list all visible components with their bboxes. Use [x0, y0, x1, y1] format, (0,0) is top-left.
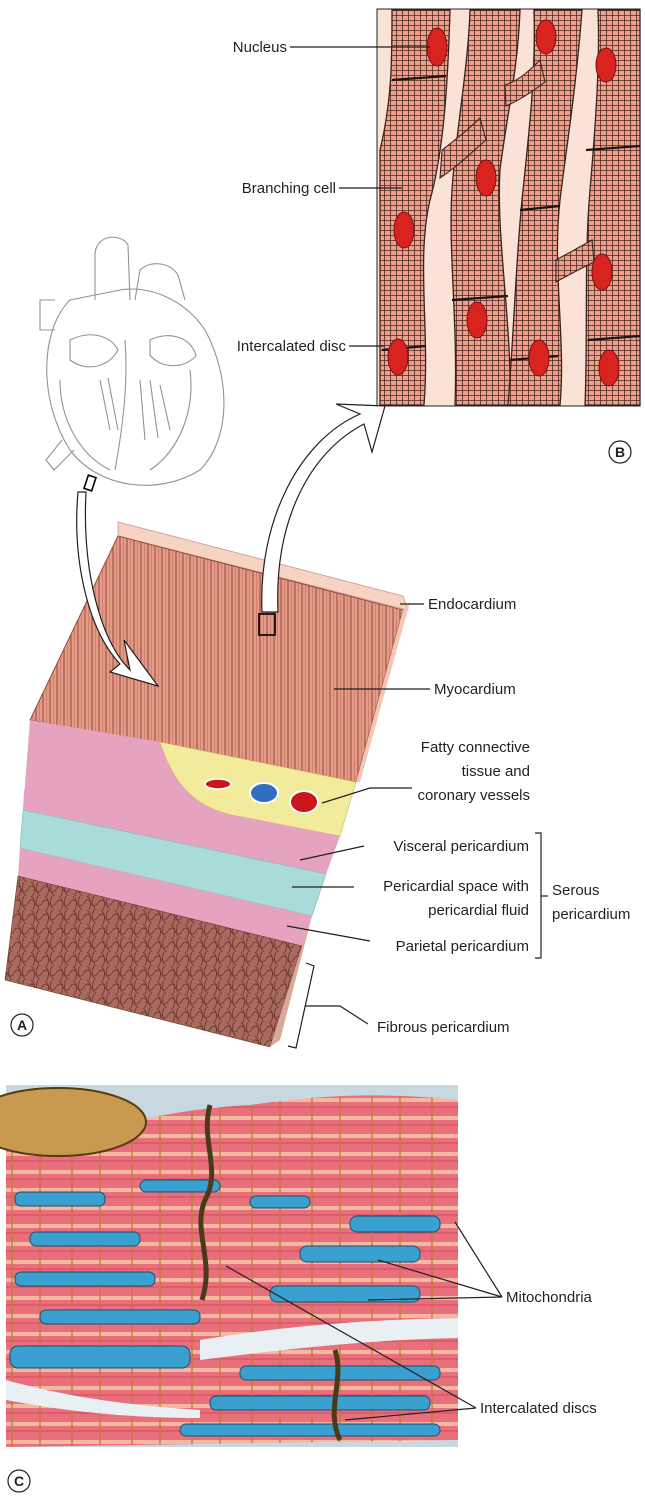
mitochondrion-shape — [15, 1192, 105, 1206]
label-intercalated-discs: Intercalated discs — [480, 1400, 597, 1417]
panel-c: C — [0, 1085, 458, 1492]
mitochondrion-shape — [10, 1346, 190, 1368]
label-myocardium: Myocardium — [434, 681, 516, 698]
right-atrium — [150, 336, 196, 366]
chordae — [100, 378, 170, 440]
coronary-vessel — [250, 783, 278, 803]
nucleus-shape — [536, 20, 556, 54]
mitochondrion-shape — [250, 1196, 310, 1208]
nucleus-shape — [388, 339, 408, 375]
label-serous-line2: pericardium — [552, 906, 630, 923]
panel-a-letter: A — [17, 1017, 27, 1033]
mitochondrion-shape — [15, 1272, 155, 1286]
panel-a: A — [5, 522, 410, 1047]
label-endocardium: Endocardium — [428, 596, 516, 613]
nucleus-shape — [599, 350, 619, 386]
nucleus-shape — [394, 212, 414, 248]
label-fibrous: Fibrous pericardium — [377, 1019, 510, 1036]
panel-b: B — [377, 9, 640, 463]
label-nucleus: Nucleus — [233, 39, 287, 56]
label-serous-line1: Serous — [552, 882, 600, 899]
panel-c-letter: C — [14, 1473, 24, 1489]
serous-bracket — [535, 833, 548, 958]
leader-line — [455, 1222, 502, 1297]
aorta — [95, 237, 130, 300]
nucleus-shape — [476, 160, 496, 196]
septum — [115, 340, 126, 470]
mitochondrion-shape — [350, 1216, 440, 1232]
label-fatty-line3: coronary vessels — [417, 787, 530, 804]
label-fatty-line1: Fatty connective — [421, 739, 530, 756]
label-fatty-line2: tissue and — [462, 763, 530, 780]
fibrous-bracket — [288, 963, 368, 1048]
label-visceral: Visceral pericardium — [393, 838, 529, 855]
label-intercalated-disc: Intercalated disc — [237, 338, 347, 355]
coronary-vessel — [205, 779, 231, 789]
vena-cava — [40, 300, 55, 330]
heart-sample-box — [84, 475, 96, 491]
nucleus-shape — [529, 340, 549, 376]
panel-b-letter: B — [615, 444, 625, 460]
heart-shape — [47, 289, 224, 485]
vena-cava-lower — [46, 440, 74, 470]
label-branching-cell: Branching cell — [242, 180, 336, 197]
left-atrium — [70, 335, 118, 367]
nucleus-shape — [592, 254, 612, 290]
mitochondrion-shape — [180, 1424, 440, 1436]
mitochondrion-shape — [300, 1246, 420, 1262]
nucleus-shape — [596, 48, 616, 82]
label-space-line2: pericardial fluid — [428, 902, 529, 919]
mitochondrion-shape — [40, 1310, 200, 1324]
mitochondrion-shape — [210, 1396, 430, 1410]
nucleus-shape — [467, 302, 487, 338]
heart-outline — [40, 237, 224, 485]
label-mitochondria: Mitochondria — [506, 1289, 593, 1306]
label-space-line1: Pericardial space with — [383, 878, 529, 895]
coronary-vessel — [290, 791, 318, 813]
mitochondrion-shape — [30, 1232, 140, 1246]
label-parietal: Parietal pericardium — [396, 938, 529, 955]
